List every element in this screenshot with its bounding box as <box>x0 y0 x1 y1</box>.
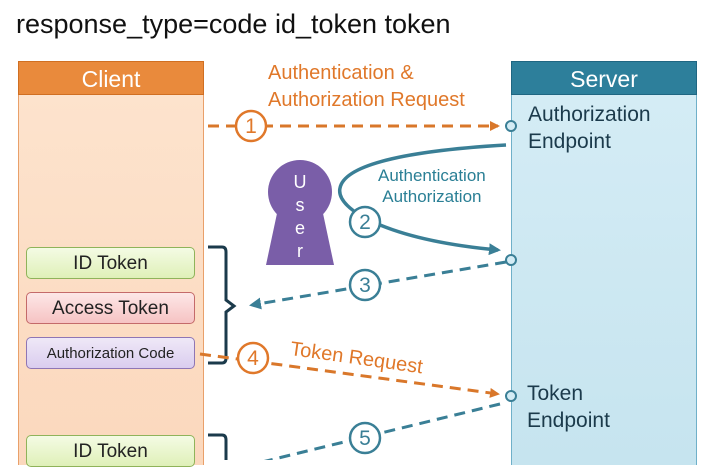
step2-arrow <box>338 143 507 256</box>
server-lane <box>511 95 697 465</box>
step4-arrow <box>199 352 517 402</box>
step1-label: Authentication & Authorization Request <box>268 62 465 111</box>
id-token-box: ID Token <box>26 247 195 279</box>
step1-arrow <box>208 120 517 132</box>
step1-number: 1 <box>234 109 268 143</box>
server-lane-header: Server <box>511 61 697 95</box>
authorization-endpoint-label: Authorization Endpoint <box>528 103 651 153</box>
step5-number: 5 <box>348 421 382 455</box>
svg-text:U: U <box>294 172 307 192</box>
step3-number: 3 <box>348 268 382 302</box>
step2-label: Authentication Authorization <box>378 166 486 206</box>
authorization-code-box: Authorization Code <box>26 337 195 369</box>
svg-text:2: 2 <box>359 211 371 234</box>
step4-number: 4 <box>236 341 270 375</box>
svg-text:5: 5 <box>359 427 371 450</box>
svg-text:3: 3 <box>359 274 371 297</box>
user-keyhole-icon <box>266 160 334 265</box>
client-lane-header: Client <box>18 61 204 95</box>
svg-text:s: s <box>296 195 305 215</box>
token-endpoint-label: Token Endpoint <box>527 382 610 432</box>
svg-text:e: e <box>295 218 305 238</box>
token-group1-bracket <box>208 245 237 365</box>
client-lane <box>18 95 204 465</box>
svg-text:1: 1 <box>245 115 257 138</box>
svg-text:4: 4 <box>247 347 259 370</box>
access-token-box: Access Token <box>26 292 195 324</box>
svg-text:r: r <box>297 241 303 261</box>
token-group2-bracket <box>208 433 228 460</box>
diagram-title: response_type=code id_token token <box>16 9 451 39</box>
step5-arrow <box>263 402 501 460</box>
step2-number: 2 <box>348 205 382 239</box>
user-label: U s e r <box>294 172 307 261</box>
